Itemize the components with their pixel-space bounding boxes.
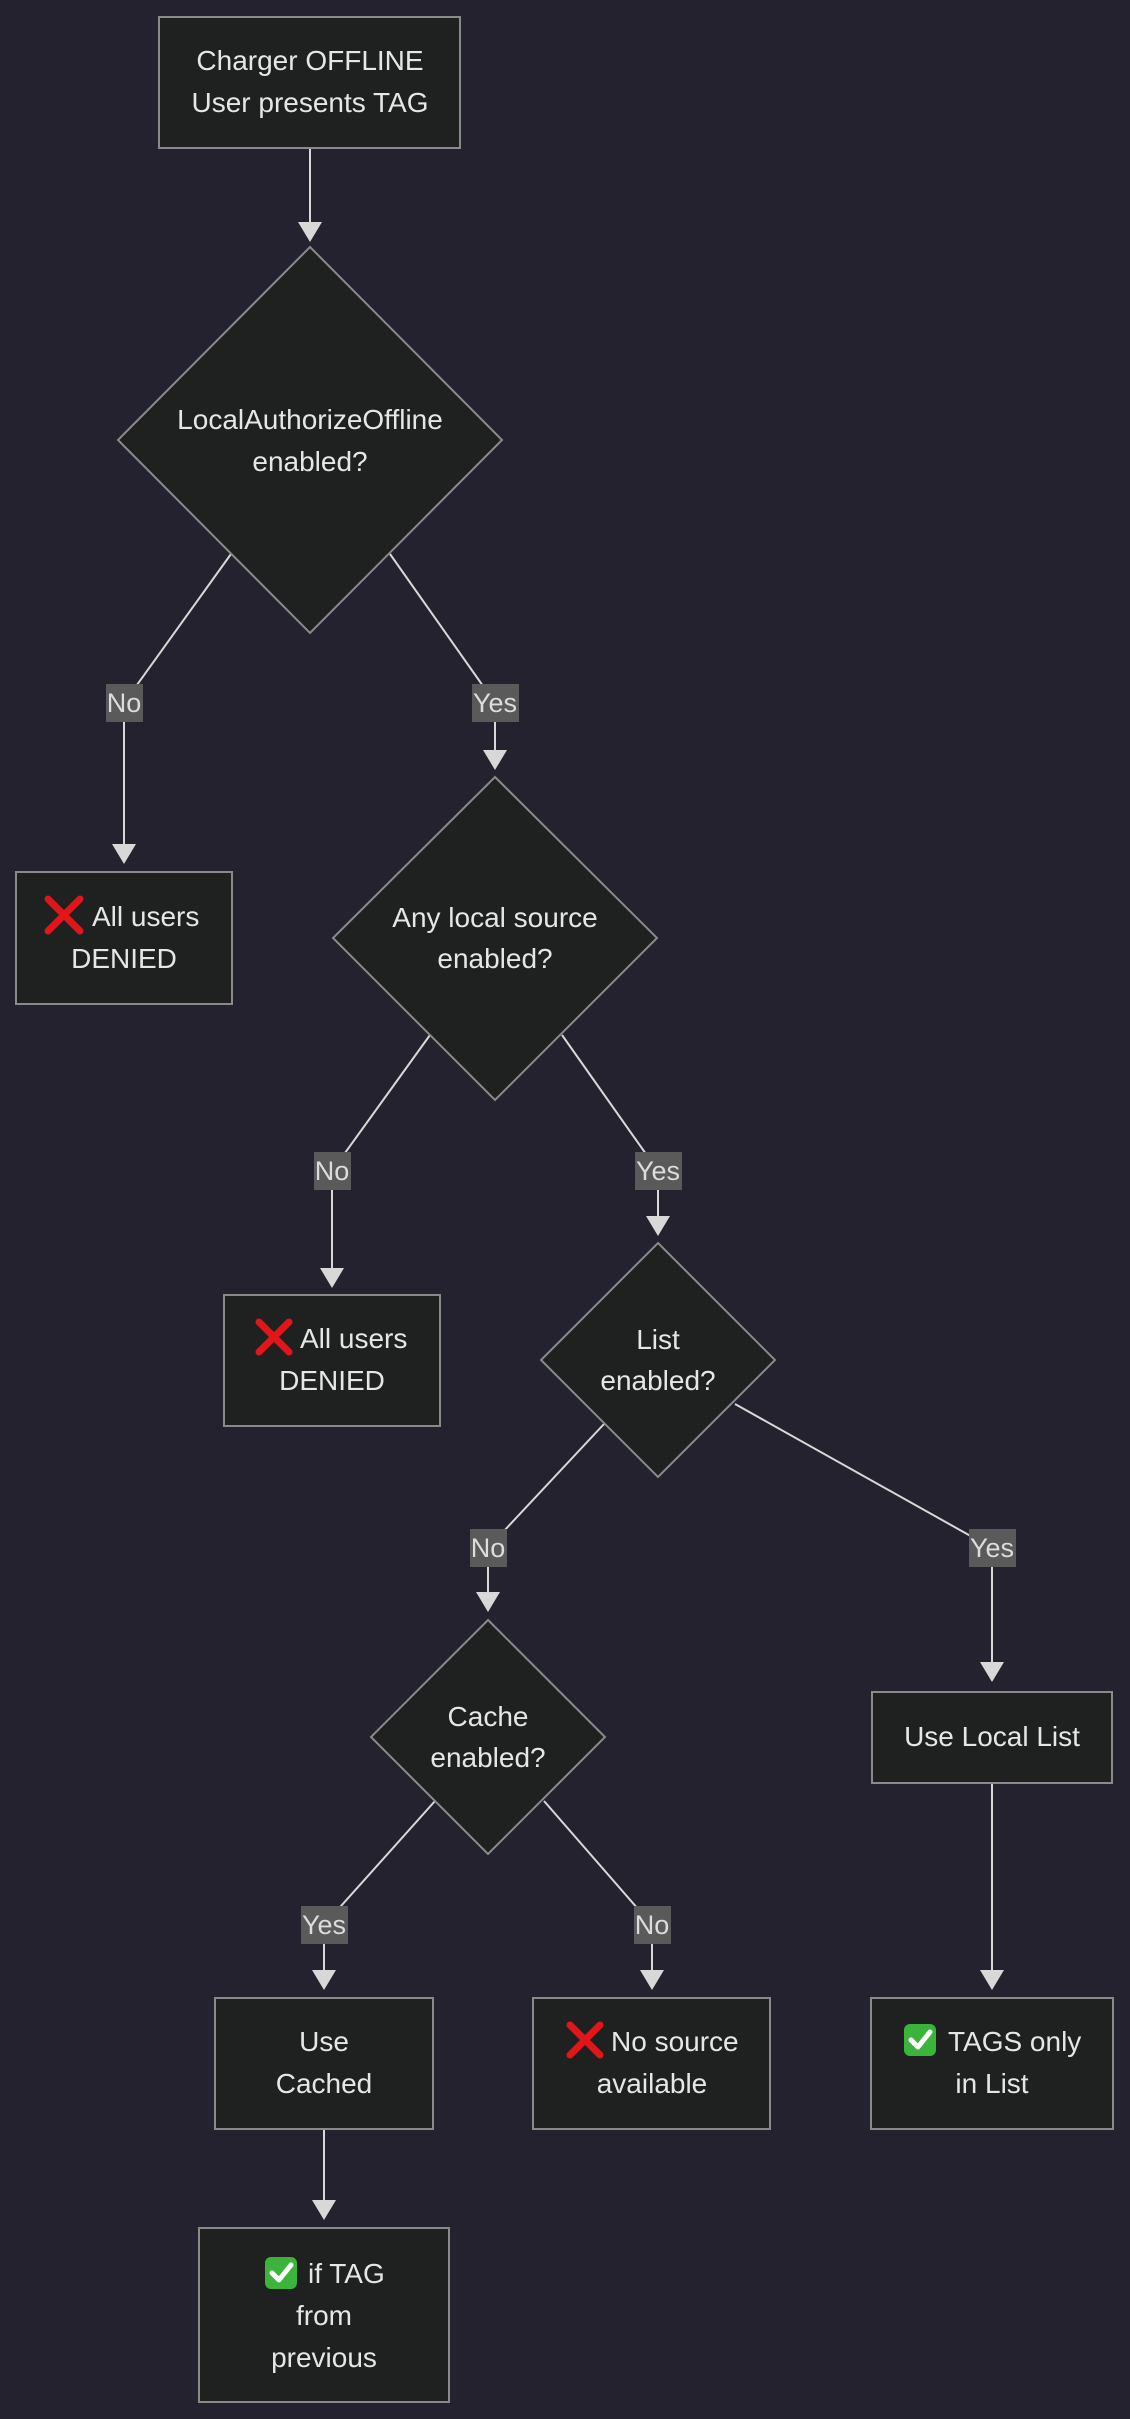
cross-icon [255,1318,293,1356]
svg-text:Use Local List: Use Local List [904,1721,1080,1752]
edge-d4-no [543,1800,653,1972]
arrowhead [646,1216,670,1236]
svg-text:No: No [315,1156,350,1186]
svg-text:No: No [635,1910,670,1940]
svg-text:enabled?: enabled? [600,1365,715,1396]
arrowhead [483,750,507,770]
edge-d1-yes [389,553,496,752]
svg-text:Any local source: Any local source [392,902,597,933]
arrowhead [320,1268,344,1288]
node-all-users-denied-1: All users DENIED [15,871,233,1005]
svg-text:Yes: Yes [302,1910,346,1940]
arrowhead [112,844,136,864]
svg-text:Charger OFFLINE: Charger OFFLINE [196,45,423,76]
svg-text:Yes: Yes [636,1156,680,1186]
svg-text:enabled?: enabled? [430,1742,545,1773]
edge-label-d2-yes: Yes [635,1152,682,1190]
node-start: Charger OFFLINE User presents TAG [158,16,461,149]
node-use-cached: Use Cached [214,1997,434,2130]
node-all-users-denied-2: All users DENIED [223,1294,441,1427]
svg-text:List: List [636,1324,680,1355]
edge-label-d3-no: No [470,1529,507,1567]
edge-d4-yes [323,1800,436,1972]
svg-text:previous: previous [271,2342,377,2373]
check-icon [904,2024,936,2056]
svg-text:DENIED: DENIED [279,1365,385,1396]
edge-label-d1-no: No [106,684,143,722]
cross-icon [566,2021,604,2059]
node-no-source-available: No source available [532,1997,771,2130]
svg-text:Cache: Cache [448,1701,529,1732]
svg-text:User presents TAG: User presents TAG [191,87,428,118]
svg-text:Use: Use [299,2026,349,2057]
arrowhead [640,1970,664,1990]
cross-icon [44,895,84,935]
arrowhead [312,2200,336,2220]
svg-text:TAGS only: TAGS only [948,2026,1081,2057]
edge-d2-yes [561,1034,659,1218]
svg-text:DENIED: DENIED [71,943,177,974]
svg-text:All users: All users [300,1323,407,1354]
edge-labels: No Yes No Yes No Yes Yes No [106,684,1016,1944]
svg-text:Yes: Yes [970,1533,1014,1563]
svg-text:Yes: Yes [473,688,517,718]
edge-d3-no [487,1423,605,1594]
arrowhead [298,222,322,242]
svg-text:enabled?: enabled? [437,943,552,974]
svg-text:if TAG: if TAG [308,2258,385,2289]
arrowhead [980,1662,1004,1682]
svg-text:LocalAuthorizeOffline: LocalAuthorizeOffline [177,404,443,435]
arrowhead [312,1970,336,1990]
edge-label-d2-no: No [314,1152,351,1190]
check-icon [265,2257,297,2289]
decision-any-local-source: Any local source enabled? [331,775,659,1102]
edge-label-d1-yes: Yes [472,684,519,722]
decision-cache-enabled: Cache enabled? [369,1618,607,1856]
svg-text:in List: in List [955,2068,1028,2099]
svg-text:from: from [296,2300,352,2331]
edge-d2-no [331,1034,431,1268]
nodes: Charger OFFLINE User presents TAG LocalA… [15,16,1114,2403]
svg-text:available: available [597,2068,708,2099]
node-use-local-list: Use Local List [871,1691,1113,1784]
svg-text:Cached: Cached [276,2068,373,2099]
edge-d3-yes [734,1403,993,1662]
decision-list-enabled: List enabled? [539,1241,777,1479]
edge-label-d4-no: No [634,1906,671,1944]
svg-text:No: No [107,688,142,718]
decision-local-authorize-offline: LocalAuthorizeOffline enabled? [116,245,504,635]
svg-text:All users: All users [92,901,199,932]
edge-label-d4-yes: Yes [301,1906,348,1944]
svg-text:No source: No source [611,2026,739,2057]
arrowhead [476,1592,500,1612]
edge-label-d3-yes: Yes [969,1529,1016,1567]
node-if-tag-from-previous: if TAG from previous [198,2227,450,2403]
svg-text:No: No [471,1533,506,1563]
node-tags-only-in-list: TAGS only in List [870,1997,1114,2130]
svg-text:enabled?: enabled? [252,446,367,477]
arrowhead [980,1970,1004,1990]
